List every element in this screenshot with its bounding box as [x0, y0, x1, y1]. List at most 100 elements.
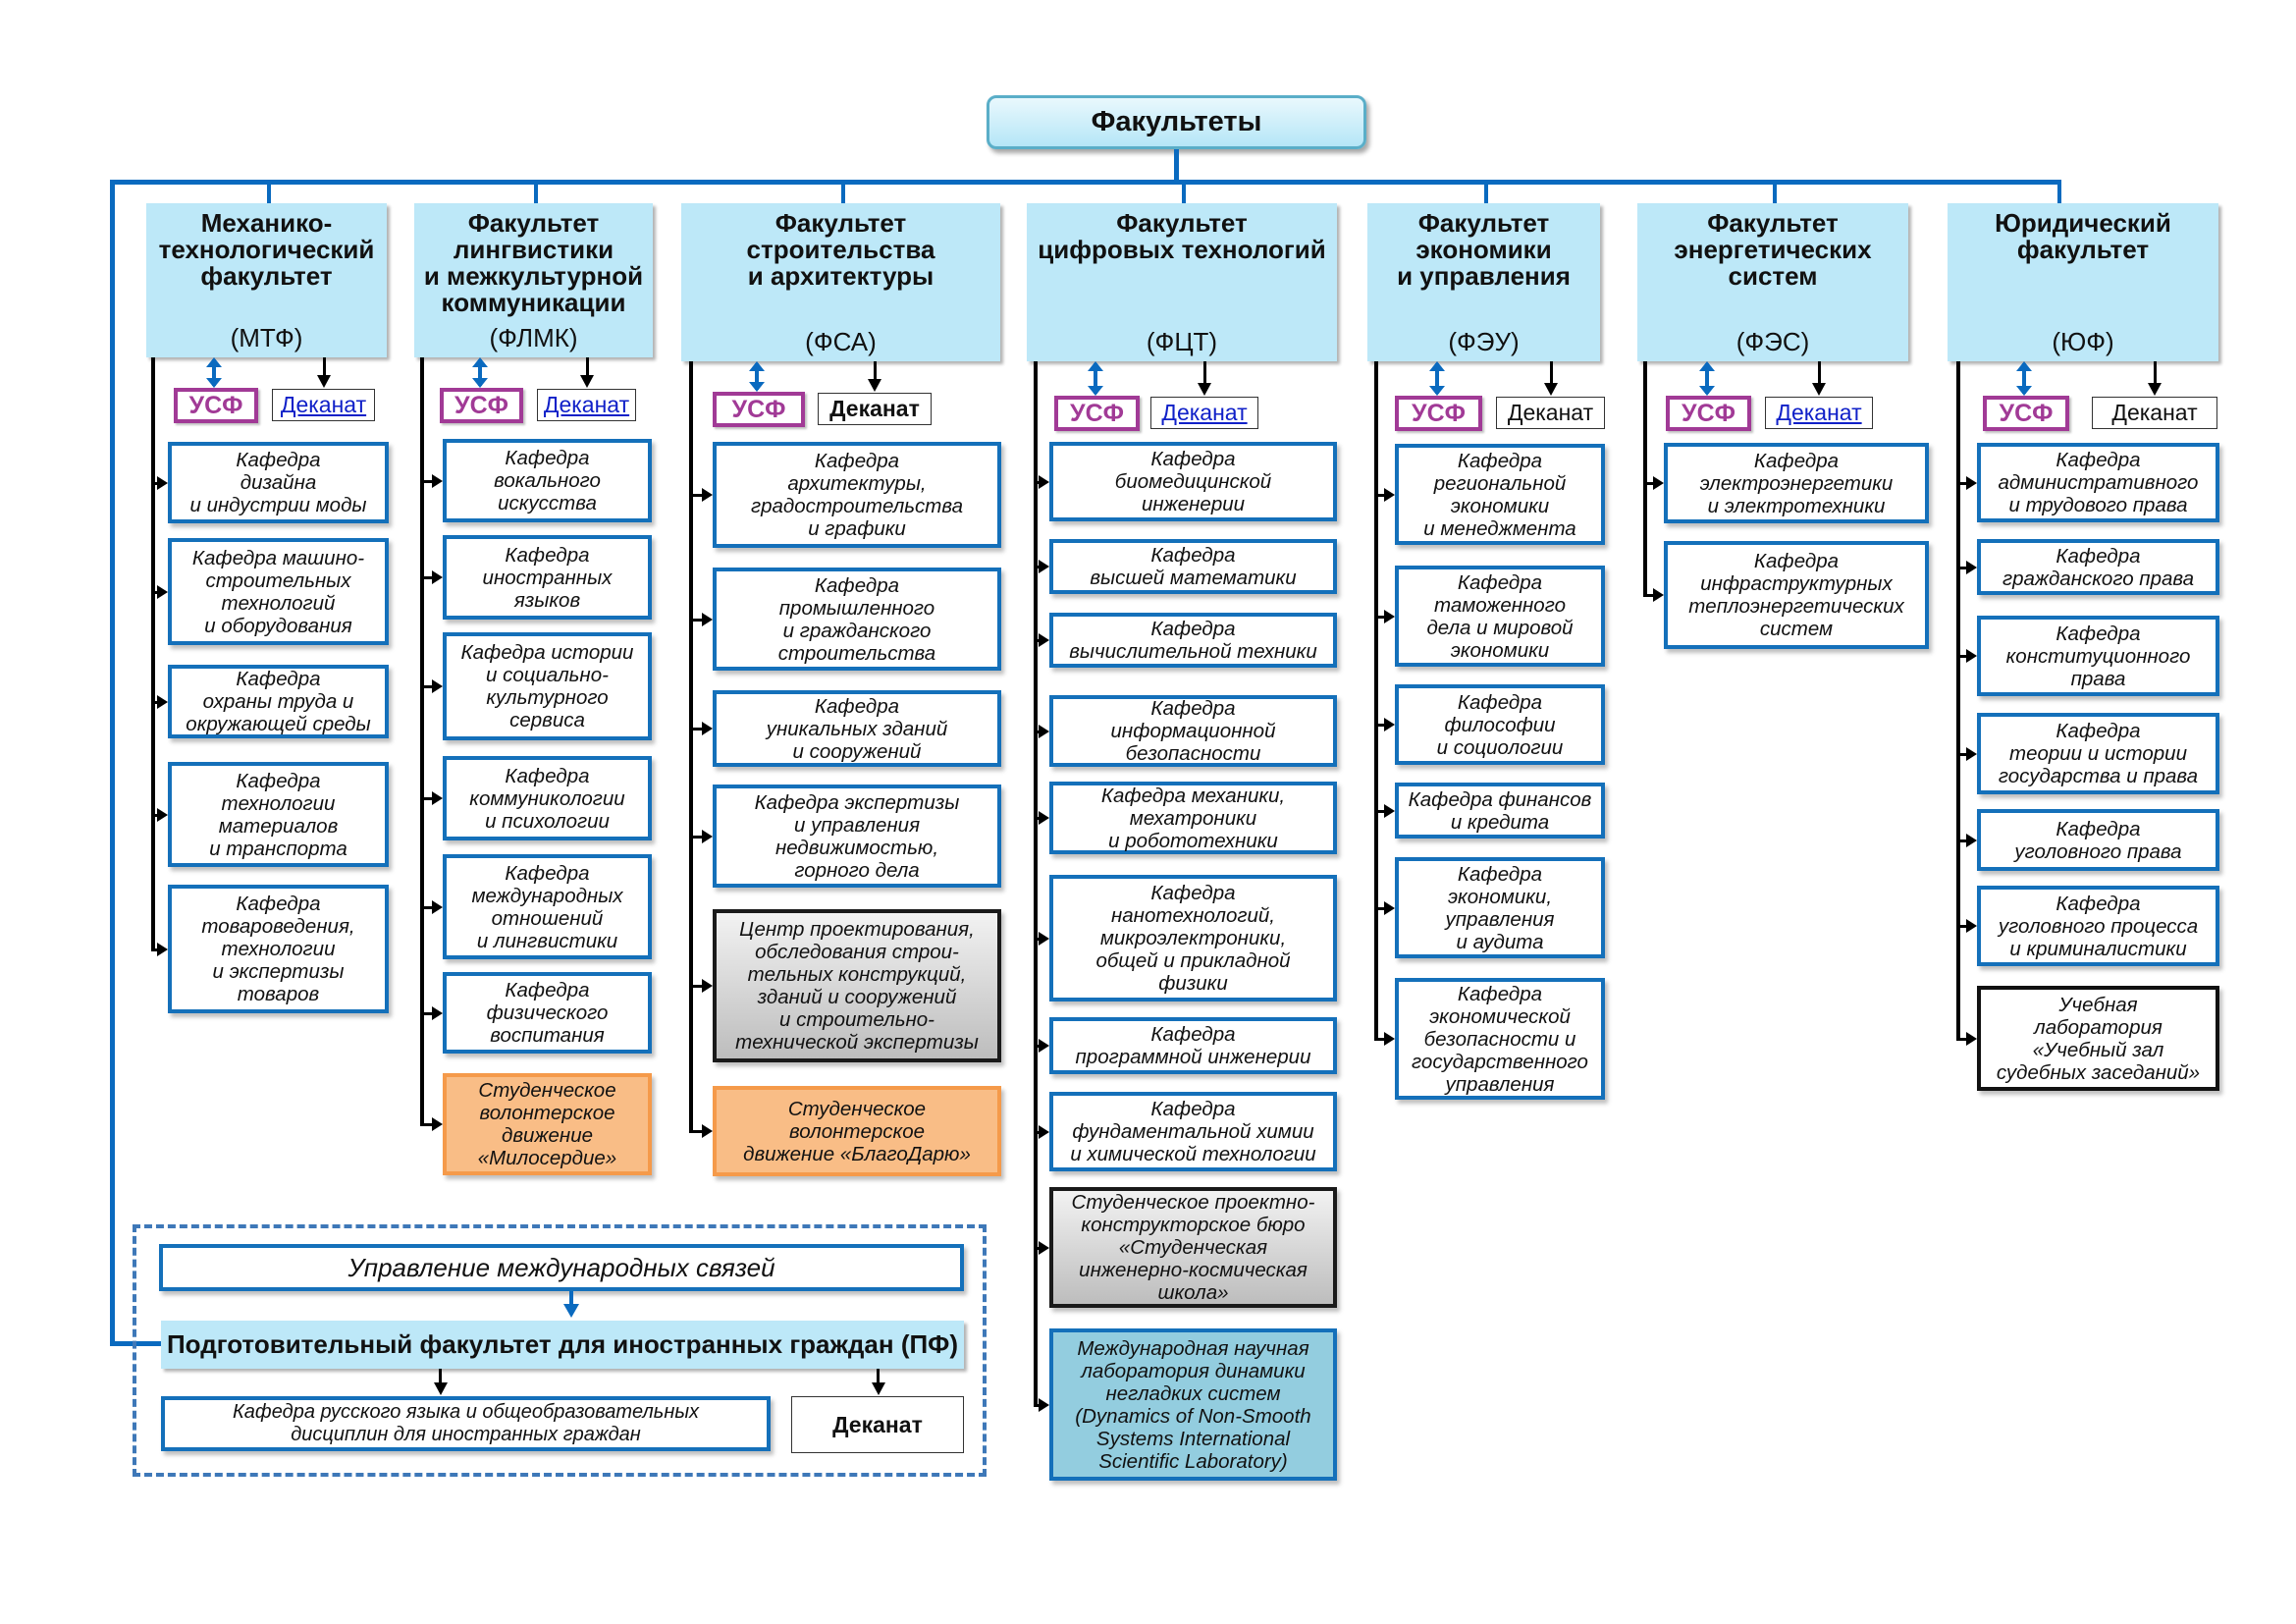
- training-lab-box[interactable]: Учебная лаборатория «Учебный зал судебны…: [1977, 986, 2219, 1091]
- department-label: Кафедра программной инженерии: [1075, 1023, 1311, 1068]
- dekanat-box[interactable]: Деканат: [818, 393, 932, 425]
- faculty-box[interactable]: Факультет цифровых технологий(ФЦТ): [1027, 203, 1337, 361]
- department-box[interactable]: Кафедра уникальных зданий и сооружений: [713, 690, 1001, 767]
- department-box[interactable]: Кафедра фундаментальной химии и химическ…: [1049, 1092, 1337, 1171]
- center-box[interactable]: Центр проектирования, обследования строи…: [713, 909, 1001, 1062]
- volunteer-movement-box[interactable]: Студенческое волонтерское движение «Благ…: [713, 1086, 1001, 1176]
- department-box[interactable]: Кафедра гражданского права: [1977, 539, 2219, 595]
- department-box[interactable]: Кафедра нанотехнологий, микроэлектроники…: [1049, 875, 1337, 1001]
- department-box[interactable]: Кафедра дизайна и индустрии моды: [168, 442, 389, 523]
- usf-box[interactable]: УСФ: [713, 392, 805, 427]
- department-box[interactable]: Кафедра иностранных языков: [443, 535, 652, 620]
- center-box[interactable]: Студенческое проектно- конструкторское б…: [1049, 1187, 1337, 1308]
- branch-line: [689, 619, 703, 622]
- arrow-right-icon: [1039, 811, 1049, 825]
- arrow-right-icon: [1966, 1032, 1977, 1046]
- department-box[interactable]: Кафедра экономики, управления и аудита: [1395, 857, 1605, 958]
- faculty-box[interactable]: Факультет лингвистики и межкультурной ко…: [414, 203, 653, 357]
- faculty-box[interactable]: Факультет строительства и архитектуры(ФС…: [681, 203, 1000, 361]
- branch-line: [420, 576, 433, 579]
- usf-box[interactable]: УСФ: [174, 388, 258, 423]
- department-box[interactable]: Кафедра биомедицинской инженерии: [1049, 442, 1337, 521]
- dekanat-box[interactable]: Деканат: [2092, 397, 2217, 429]
- department-box[interactable]: Кафедра электроэнергетики и электротехни…: [1664, 443, 1929, 523]
- department-box[interactable]: Кафедра вычислительной техники: [1049, 613, 1337, 668]
- arrow-right-icon: [1039, 633, 1049, 647]
- russian-language-department-box[interactable]: Кафедра русского языка и общеобразовател…: [161, 1396, 771, 1451]
- faculty-box[interactable]: Юридический факультет(ЮФ): [1948, 203, 2218, 361]
- department-box[interactable]: Кафедра машино- строительных технологий …: [168, 538, 389, 645]
- department-box[interactable]: Кафедра конституционного права: [1977, 616, 2219, 696]
- department-box[interactable]: Кафедра архитектуры, градостроительства …: [713, 442, 1001, 548]
- department-box[interactable]: Кафедра региональной экономики и менеджм…: [1395, 444, 1605, 545]
- dekanat-label: Деканат: [1776, 400, 1862, 425]
- faculty-abbreviation: (ЮФ): [2052, 327, 2114, 356]
- department-box[interactable]: Кафедра экспертизы и управления недвижим…: [713, 785, 1001, 888]
- preparatory-faculty-box[interactable]: Подготовительный факультет для иностранн…: [161, 1321, 964, 1369]
- arrow-right-icon: [702, 1124, 713, 1138]
- department-box[interactable]: Кафедра таможенного дела и мировой эконо…: [1395, 566, 1605, 667]
- dekanat-box[interactable]: Деканат: [537, 389, 636, 421]
- department-box[interactable]: Кафедра товароведения, технологии и эксп…: [168, 885, 389, 1013]
- dekanat-box[interactable]: Деканат: [1150, 397, 1258, 429]
- volunteer-movement-box[interactable]: Студенческое волонтерское движение «Мило…: [443, 1073, 652, 1175]
- research-lab-box[interactable]: Международная научная лаборатория динами…: [1049, 1328, 1337, 1481]
- department-box[interactable]: Кафедра философии и социологии: [1395, 684, 1605, 765]
- usf-label: УСФ: [1999, 399, 2054, 427]
- department-box[interactable]: Кафедра международных отношений и лингви…: [443, 854, 652, 959]
- arrow-down-icon: [1198, 383, 1211, 396]
- branch-line: [1956, 655, 1967, 658]
- dekanat-box[interactable]: Деканат: [1496, 397, 1605, 429]
- pf-dekanat-box[interactable]: Деканат: [791, 1396, 964, 1453]
- department-box[interactable]: Кафедра технологии материалов и транспор…: [168, 762, 389, 867]
- department-label: Кафедра региональной экономики и менеджм…: [1423, 449, 1576, 540]
- department-box[interactable]: Кафедра инфраструктурных теплоэнергетиче…: [1664, 541, 1929, 649]
- arrow-right-icon: [432, 570, 443, 584]
- department-box[interactable]: Кафедра информационной безопасности: [1049, 695, 1337, 767]
- faculty-box[interactable]: Механико- технологический факультет(МТФ): [146, 203, 387, 357]
- dekanat-label: Деканат: [1161, 400, 1248, 425]
- department-label: Кафедра коммуникологии и психологии: [469, 764, 625, 833]
- department-box[interactable]: Кафедра механики, мехатроники и робототе…: [1049, 782, 1337, 854]
- department-box[interactable]: Кафедра физического воспитания: [443, 972, 652, 1054]
- department-box[interactable]: Кафедра финансов и кредита: [1395, 783, 1605, 839]
- branch-line: [1374, 616, 1385, 619]
- arrow-right-icon: [1966, 476, 1977, 490]
- department-box[interactable]: Кафедра промышленного и гражданского стр…: [713, 568, 1001, 671]
- branch-line: [151, 948, 158, 951]
- department-stem: [151, 357, 155, 951]
- usf-box[interactable]: УСФ: [1054, 396, 1140, 431]
- department-box[interactable]: Кафедра коммуникологии и психологии: [443, 756, 652, 840]
- branch-line: [1034, 481, 1040, 484]
- usf-box[interactable]: УСФ: [440, 388, 523, 423]
- department-box[interactable]: Кафедра охраны труда и окружающей среды: [168, 665, 389, 738]
- usf-box[interactable]: УСФ: [1666, 396, 1751, 431]
- arrow-right-icon: [1384, 804, 1395, 818]
- department-label: Кафедра административного и трудового пр…: [1998, 449, 2199, 516]
- department-box[interactable]: Кафедра истории и социально- культурного…: [443, 632, 652, 740]
- branch-line: [1956, 753, 1967, 756]
- department-label: Кафедра охраны труда и окружающей среды: [186, 668, 371, 735]
- department-label: Студенческое волонтерское движение «Мило…: [477, 1079, 617, 1169]
- department-box[interactable]: Кафедра вокального искусства: [443, 439, 652, 522]
- branch-line: [420, 1123, 433, 1126]
- faculty-box[interactable]: Факультет экономики и управления(ФЭУ): [1367, 203, 1600, 361]
- department-box[interactable]: Кафедра экономической безопасности и гос…: [1395, 978, 1605, 1100]
- arrow-right-icon: [1966, 561, 1977, 574]
- department-box[interactable]: Кафедра высшей математики: [1049, 539, 1337, 594]
- department-box[interactable]: Кафедра уголовного права: [1977, 809, 2219, 871]
- department-box[interactable]: Кафедра программной инженерии: [1049, 1017, 1337, 1074]
- arrow-right-icon: [1384, 718, 1395, 731]
- faculty-box[interactable]: Факультет энергетических систем(ФЭС): [1637, 203, 1908, 361]
- usf-box[interactable]: УСФ: [1395, 396, 1482, 431]
- branch-line: [1374, 494, 1385, 497]
- department-box[interactable]: Кафедра административного и трудового пр…: [1977, 443, 2219, 522]
- usf-box[interactable]: УСФ: [1983, 396, 2069, 431]
- usf-label: УСФ: [1412, 399, 1466, 427]
- department-box[interactable]: Кафедра уголовного процесса и криминалис…: [1977, 886, 2219, 966]
- dekanat-box[interactable]: Деканат: [272, 389, 375, 421]
- dekanat-box[interactable]: Деканат: [1765, 397, 1873, 429]
- international-office-box[interactable]: Управление международных связей: [159, 1244, 964, 1291]
- faculty-connector: [1484, 182, 1488, 203]
- department-box[interactable]: Кафедра теории и истории государства и п…: [1977, 713, 2219, 794]
